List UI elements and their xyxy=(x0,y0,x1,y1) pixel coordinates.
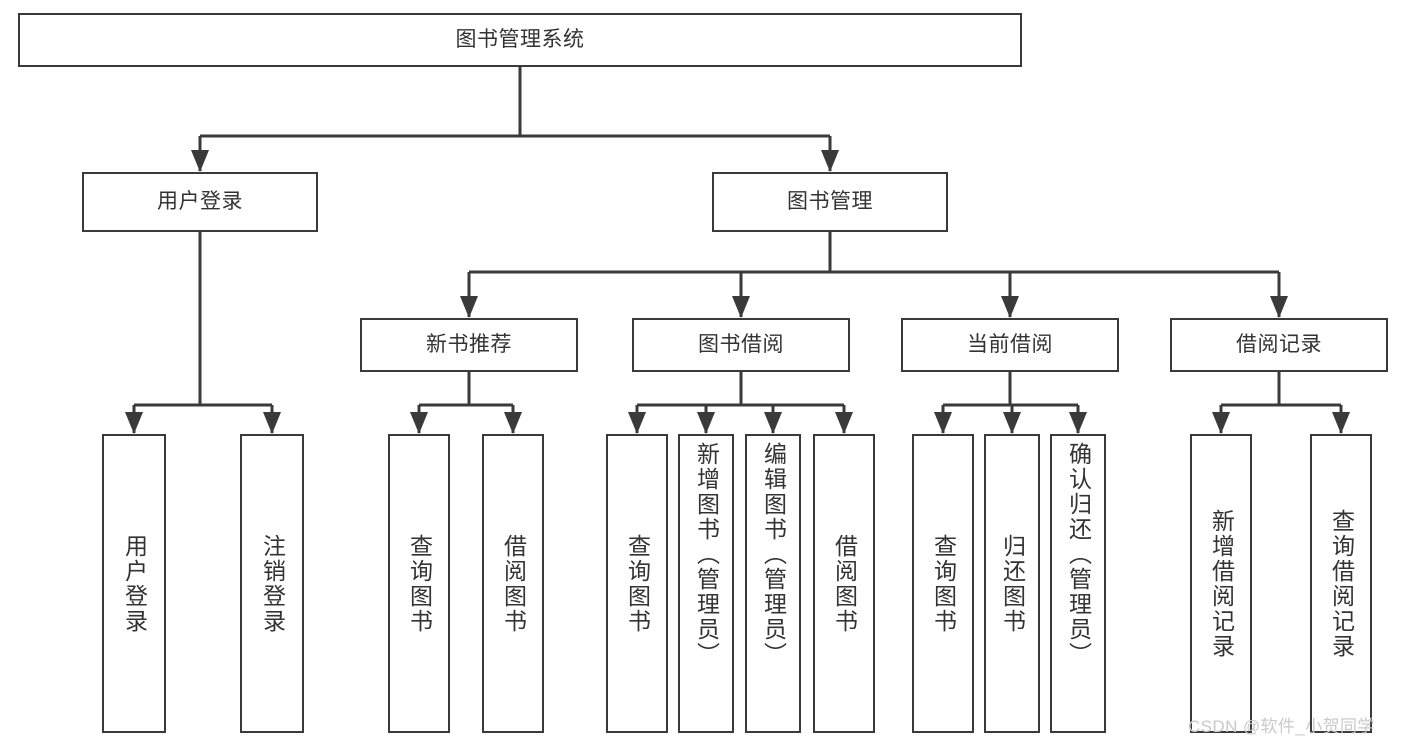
arrowhead-icon xyxy=(460,296,478,318)
node-leaf-bor-2: 新增图书（管理员） xyxy=(678,434,734,733)
node-leaf-rec-1: 新增借阅记录 xyxy=(1190,434,1252,733)
arrowhead-icon xyxy=(191,150,209,172)
arrowhead-icon xyxy=(1003,412,1021,434)
arrowhead-icon xyxy=(764,412,782,434)
node-leaf-bor-3: 编辑图书（管理员） xyxy=(745,434,801,733)
node-login: 用户登录 xyxy=(82,172,318,232)
node-label: 用户登录 xyxy=(157,189,243,213)
arrowhead-icon xyxy=(697,412,715,434)
node-current: 当前借阅 xyxy=(901,318,1119,372)
node-leaf-cur-3: 确认归还（管理员） xyxy=(1050,434,1106,733)
node-leaf-new-1: 查询图书 xyxy=(388,434,450,733)
node-label: 确认归还（管理员） xyxy=(1065,442,1092,667)
node-label: 借阅图书 xyxy=(500,533,527,634)
arrowhead-icon xyxy=(1212,412,1230,434)
node-label: 查询图书 xyxy=(406,533,433,634)
arrowhead-icon xyxy=(1270,296,1288,318)
arrowhead-icon xyxy=(1001,296,1019,318)
node-label: 图书借阅 xyxy=(698,332,784,356)
node-leaf-cur-1: 查询图书 xyxy=(912,434,974,733)
node-label: 新增借阅记录 xyxy=(1208,508,1235,659)
node-label: 用户登录 xyxy=(121,533,148,634)
node-label: 当前借阅 xyxy=(967,332,1053,356)
arrowhead-icon xyxy=(835,412,853,434)
arrowhead-icon xyxy=(628,412,646,434)
node-label: 编辑图书（管理员） xyxy=(760,442,787,667)
node-label: 查询借阅记录 xyxy=(1328,508,1355,659)
node-leaf-bor-1: 查询图书 xyxy=(606,434,668,733)
node-label: 借阅记录 xyxy=(1236,332,1322,356)
node-label: 新书推荐 xyxy=(426,332,512,356)
node-leaf-login-2: 注销登录 xyxy=(240,434,304,733)
node-label: 借阅图书 xyxy=(831,533,858,634)
node-label: 归还图书 xyxy=(999,533,1026,634)
node-borrow: 图书借阅 xyxy=(632,318,850,372)
arrowhead-icon xyxy=(934,412,952,434)
arrowhead-icon xyxy=(504,412,522,434)
arrowhead-icon xyxy=(263,412,281,434)
node-label: 注销登录 xyxy=(259,533,286,634)
node-bookmgmt: 图书管理 xyxy=(712,172,948,232)
watermark-label: CSDN @软件_小贺同学 xyxy=(1188,717,1375,736)
node-leaf-login-1: 用户登录 xyxy=(102,434,166,733)
arrowhead-icon xyxy=(821,150,839,172)
node-label: 查询图书 xyxy=(930,533,957,634)
arrowhead-icon xyxy=(410,412,428,434)
node-records: 借阅记录 xyxy=(1170,318,1388,372)
node-leaf-cur-2: 归还图书 xyxy=(984,434,1040,733)
node-label: 图书管理 xyxy=(787,189,873,213)
node-root: 图书管理系统 xyxy=(18,13,1022,67)
node-label: 查询图书 xyxy=(624,533,651,634)
node-leaf-bor-4: 借阅图书 xyxy=(813,434,875,733)
node-newbook: 新书推荐 xyxy=(360,318,578,372)
node-leaf-new-2: 借阅图书 xyxy=(482,434,544,733)
arrowhead-icon xyxy=(1332,412,1350,434)
arrowhead-icon xyxy=(1069,412,1087,434)
arrowhead-icon xyxy=(125,412,143,434)
arrowhead-icon xyxy=(732,296,750,318)
node-label: 新增图书（管理员） xyxy=(693,442,720,667)
node-leaf-rec-2: 查询借阅记录 xyxy=(1310,434,1372,733)
node-label: 图书管理系统 xyxy=(455,27,585,51)
